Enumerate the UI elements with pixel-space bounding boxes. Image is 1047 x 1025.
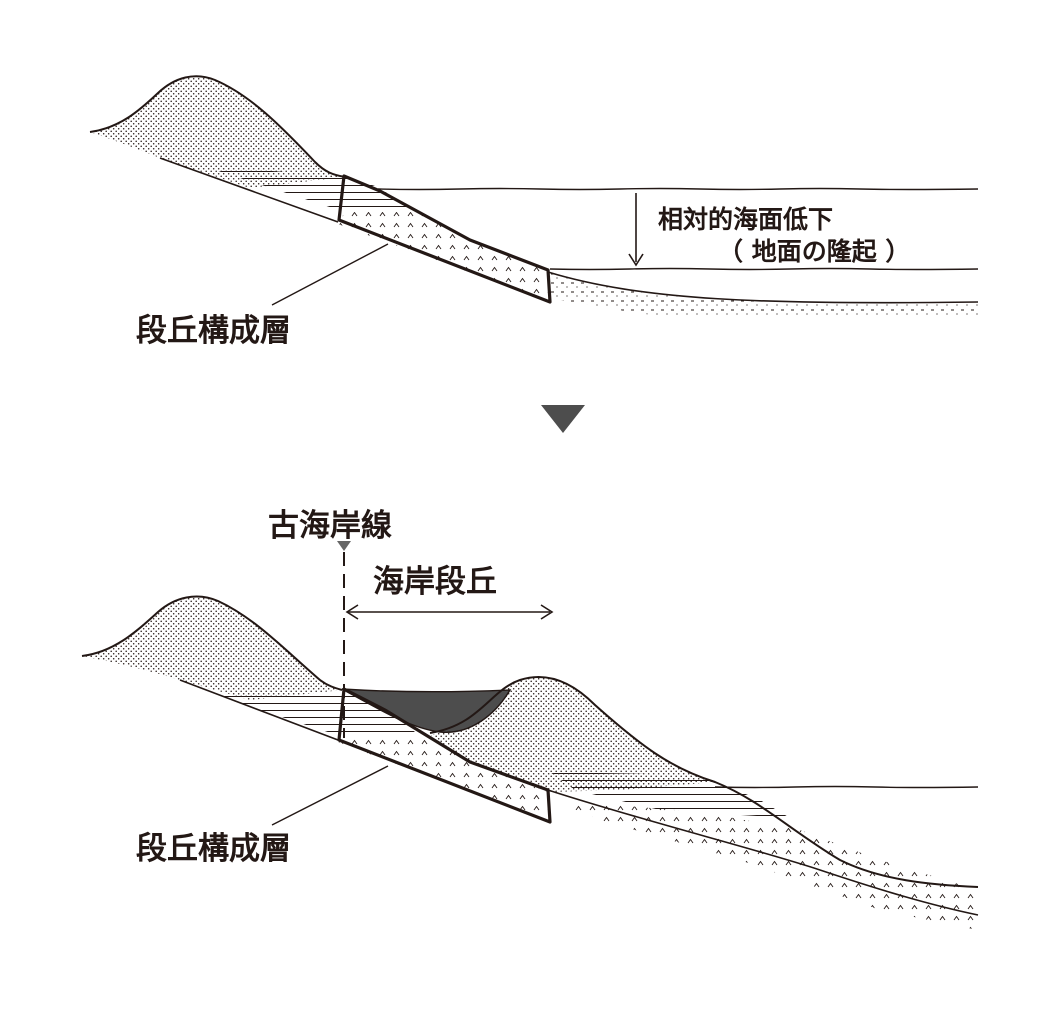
layer-leader-line-top bbox=[271, 243, 389, 306]
dune-fill-bottom-right bbox=[430, 677, 715, 792]
new-deposit-carets bbox=[552, 800, 978, 930]
terrace-width-arrowhead-right bbox=[540, 604, 554, 620]
terrace-layer-label-bottom: 段丘構成層 bbox=[136, 831, 291, 867]
dune-outline-top bbox=[89, 75, 346, 178]
ground-line-top bbox=[159, 157, 339, 223]
sea-level-drop-arrowhead bbox=[628, 253, 644, 267]
old-shoreline-marker-icon bbox=[337, 541, 351, 551]
terrace-deposit-carets-top bbox=[338, 212, 550, 302]
dune-outline-bottom-left bbox=[81, 595, 343, 691]
terrace-deposit-outline-top bbox=[337, 174, 552, 304]
ground-line-bottom bbox=[179, 679, 339, 741]
sea-level-line-bottom bbox=[714, 785, 979, 789]
dune-outline-bottom-right bbox=[429, 676, 979, 888]
relative-sea-level-drop-label: 相対的海面低下 bbox=[658, 205, 834, 234]
top-panel bbox=[89, 75, 979, 316]
old-sea-level-line bbox=[377, 187, 979, 191]
ground-uplift-label: （ 地面の隆起 ） bbox=[718, 237, 911, 266]
down-triangle-icon bbox=[541, 405, 585, 433]
seabed-line-top bbox=[547, 271, 979, 304]
offshore-sand-top bbox=[548, 272, 978, 316]
beach-hatch-bottom bbox=[210, 690, 420, 736]
bottom-panel bbox=[81, 541, 979, 930]
dune-fill-top bbox=[90, 76, 345, 188]
terrace-width-arrowhead-left bbox=[345, 604, 359, 620]
marine-terrace-label: 海岸段丘 bbox=[373, 564, 497, 600]
old-shoreline-label: 古海岸線 bbox=[268, 508, 392, 544]
layer-leader-line-bottom bbox=[271, 765, 389, 826]
dune-fill-bottom-left bbox=[82, 596, 342, 700]
seabed-line-bottom bbox=[547, 789, 979, 916]
new-beach-hatch bbox=[550, 772, 790, 818]
new-sea-level-line bbox=[549, 267, 979, 271]
terrace-layer-label-top: 段丘構成層 bbox=[136, 313, 291, 349]
